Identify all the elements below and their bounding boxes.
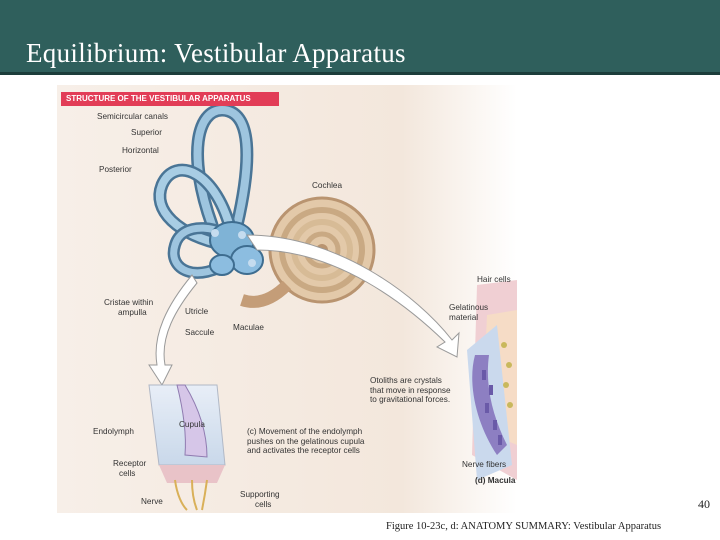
label-receptor-line2: cells bbox=[119, 468, 136, 478]
label-c-description: (c) Movement of the endolymph pushes on … bbox=[247, 427, 364, 456]
label-receptor-cells: Receptor cells bbox=[113, 459, 146, 478]
vestibular-figure: STRUCTURE OF THE VESTIBULAR APPARATUS Se… bbox=[57, 85, 517, 513]
label-cristae: Cristae within ampulla bbox=[104, 298, 153, 317]
label-otoliths-line2: that move in response bbox=[370, 385, 451, 395]
slide-title: Equilibrium: Vestibular Apparatus bbox=[26, 38, 406, 68]
title-bar: Equilibrium: Vestibular Apparatus bbox=[0, 0, 720, 75]
figure-header-text: STRUCTURE OF THE VESTIBULAR APPARATUS bbox=[66, 94, 251, 103]
label-nerve-fibers: Nerve fibers bbox=[462, 460, 507, 469]
label-supporting-line2: cells bbox=[255, 499, 272, 509]
label-d-macula: (d) Macula bbox=[475, 476, 516, 485]
label-posterior: Posterior bbox=[99, 165, 132, 174]
label-supporting-cells: Supporting cells bbox=[240, 490, 280, 509]
label-gelatinous-line2: material bbox=[449, 312, 479, 322]
label-endolymph: Endolymph bbox=[93, 427, 134, 436]
label-cupula: Cupula bbox=[179, 420, 205, 429]
label-semicircular-canals: Semicircular canals bbox=[97, 112, 168, 121]
label-cochlea: Cochlea bbox=[312, 181, 343, 190]
label-c-line1: (c) Movement of the endolymph bbox=[247, 427, 363, 436]
label-hair-cells: Hair cells bbox=[477, 275, 511, 284]
figure-header: STRUCTURE OF THE VESTIBULAR APPARATUS bbox=[61, 92, 279, 106]
label-receptor-line1: Receptor bbox=[113, 459, 147, 468]
label-maculae: Maculae bbox=[233, 323, 264, 332]
label-cristae-line2: ampulla bbox=[118, 307, 147, 317]
vestibule bbox=[209, 221, 264, 276]
label-otoliths-line1: Otoliths are crystals bbox=[370, 376, 442, 385]
macula-panel bbox=[467, 280, 517, 480]
label-nerve: Nerve bbox=[141, 497, 163, 506]
semicircular-canals bbox=[153, 103, 254, 279]
label-saccule: Saccule bbox=[185, 328, 215, 337]
label-cristae-line1: Cristae within bbox=[104, 298, 154, 307]
label-otoliths: Otoliths are crystals that move in respo… bbox=[370, 376, 451, 405]
label-superior: Superior bbox=[131, 128, 162, 137]
title-underline bbox=[0, 72, 720, 75]
label-utricle: Utricle bbox=[185, 307, 209, 316]
label-gelatinous: Gelatinous material bbox=[449, 303, 488, 322]
label-horizontal: Horizontal bbox=[122, 146, 159, 155]
cupula-panel bbox=[148, 384, 226, 511]
vestibular-illustration bbox=[57, 85, 517, 513]
label-gelatinous-line1: Gelatinous bbox=[449, 303, 489, 312]
page-number: 40 bbox=[698, 497, 710, 511]
label-supporting-line1: Supporting bbox=[240, 490, 280, 499]
label-otoliths-line3: to gravitational forces. bbox=[370, 395, 451, 404]
figure-caption: Figure 10-23c, d: ANATOMY SUMMARY: Vesti… bbox=[386, 521, 662, 532]
label-c-line3: and activates the receptor cells bbox=[247, 446, 360, 455]
label-c-line2: pushes on the gelatinous cupula bbox=[247, 436, 365, 446]
